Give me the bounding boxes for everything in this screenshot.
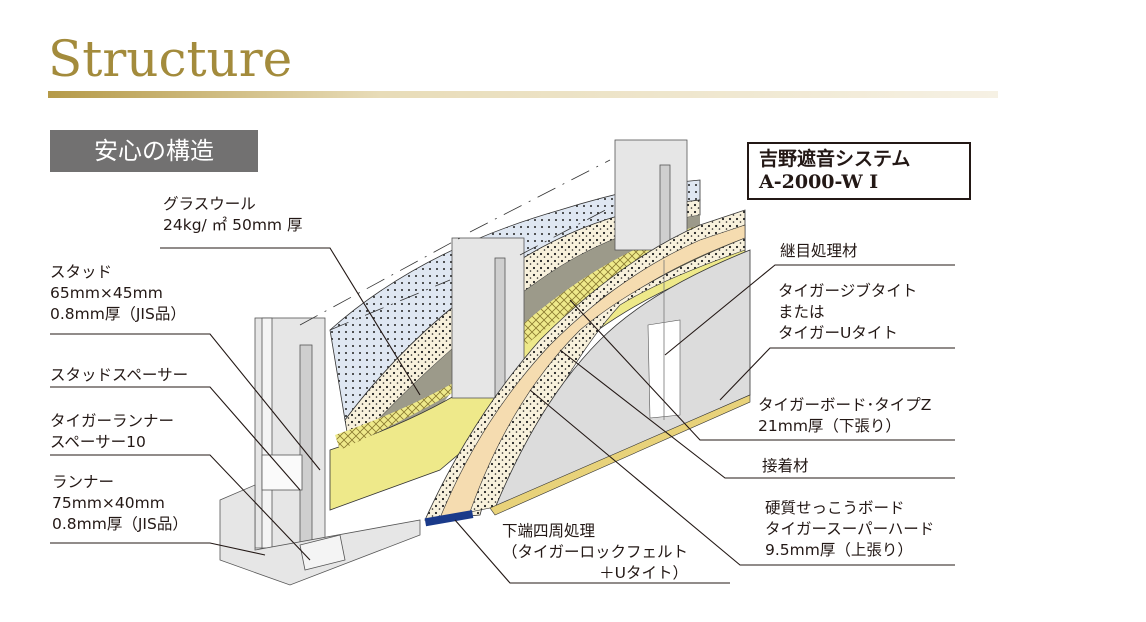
label-line: タイガーランナー [50,412,175,430]
label-line: スタッド [50,263,113,281]
label-line: スタッドスペーサー [50,366,189,384]
leader-lines [50,247,955,584]
label-runner: ランナー 75mm×40mm 0.8mm厚（JIS品） [52,472,188,535]
label-line: 継目処理材 [780,242,858,260]
section-badge: 安心の構造 [50,130,258,172]
title-underline [48,91,998,98]
label-bottom-treatment: 下端四周処理 （タイガーロックフェルト ＋Uタイト） [502,521,688,584]
label-glass-wool: グラスウール 24kg/ ㎡ 50mm 厚 [163,194,302,236]
label-hard-board: 硬質せっこうボードタイガースーパーハード 9.5mm厚（上張り） [765,498,934,561]
hard-board-face [494,249,751,509]
label-line: 21mm厚（下張り） [758,417,901,435]
label-line: 0.8mm厚（JIS品） [50,305,186,323]
label-line: グラスウール [163,195,256,213]
system-name: 吉野遮音システム [759,148,911,170]
label-line: スペーサー10 [50,433,146,451]
label-adhesive: 接着材 [762,456,809,477]
hard-board-edge [489,394,751,516]
label-joint: 継目処理材 [780,241,858,262]
label-line: タイガーUタイト [778,324,898,342]
page-title: Structure [48,30,293,88]
label-joint-tape: タイガージブタイトまたはタイガーUタイト [778,281,917,344]
stud-right [614,139,688,251]
runner [219,484,421,586]
label-runner-spacer: タイガーランナースペーサー10 [50,411,174,453]
label-stud: スタッド 65mm×45mm 0.8mm厚（JIS品） [50,262,186,325]
label-line: ＋Uタイト） [599,564,689,582]
label-line: 24kg/ ㎡ 50mm 厚 [163,216,303,234]
bottom-felt [424,510,474,527]
runner-spacer [299,534,346,571]
label-line: ランナー [52,473,115,491]
label-line: （タイガーロックフェルト [502,543,689,561]
system-name-box: 吉野遮音システム A-2000-W I [747,142,971,200]
label-line: タイガージブタイト [778,282,918,300]
hard-board-back [469,237,746,513]
label-line: 下端四周処理 [502,522,596,540]
label-board-z: タイガーボード･タイプZ 21mm厚（下張り） [758,395,931,437]
label-line: 硬質せっこうボード [765,499,905,517]
label-line: 75mm×40mm [52,494,165,512]
system-code: A-2000-W I [759,171,879,193]
label-line: 0.8mm厚（JIS品） [52,515,188,533]
label-stud-spacer: スタッドスペーサー [50,365,188,386]
label-line: 65mm×45mm [50,284,163,302]
label-line: 9.5mm厚（上張り） [765,541,913,559]
label-line: 接着材 [762,457,809,475]
label-line: または [778,303,825,321]
label-line: タイガースーパーハード [765,520,935,538]
label-line: タイガーボード･タイプZ [758,396,932,414]
stud-middle [451,237,525,399]
